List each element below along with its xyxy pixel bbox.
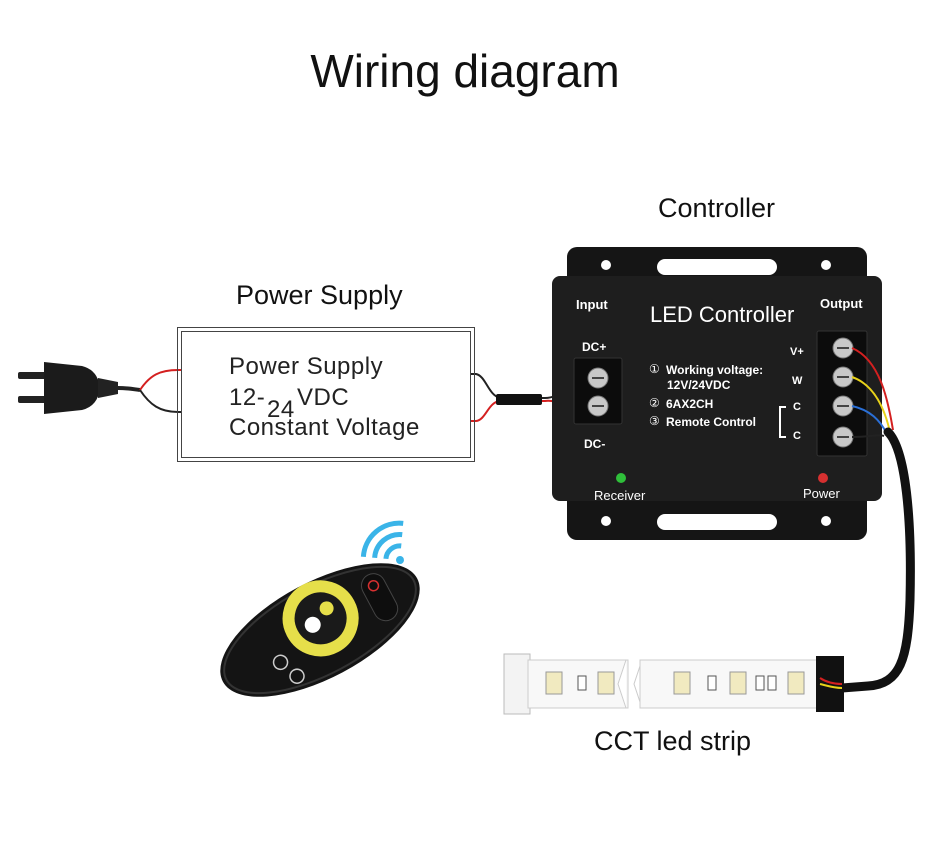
ps-line2-sub: 24	[267, 396, 295, 423]
input-label: Input	[576, 297, 608, 312]
diagram-title: Wiring diagram	[310, 45, 620, 97]
spec1-num: ①	[649, 362, 660, 376]
led-strip	[503, 653, 844, 715]
power-label: Power	[803, 486, 840, 501]
receiver-led	[616, 473, 626, 483]
spec1: Working voltage:	[666, 363, 764, 377]
controller-label: Controller	[658, 193, 776, 223]
wire-red-plug	[139, 369, 200, 391]
spec2: 6AX2CH	[666, 397, 714, 411]
power-led	[818, 473, 828, 483]
wire-yellow-out	[851, 376, 891, 433]
wire-black-out	[851, 434, 885, 438]
output-c2-label: C	[793, 430, 801, 442]
receiver-label: Receiver	[594, 488, 646, 503]
strip-cable	[837, 427, 915, 693]
spec2-num: ②	[649, 396, 660, 410]
power-supply-box	[177, 327, 475, 462]
output-label: Output	[820, 296, 863, 311]
strip-label: CCT led strip	[594, 726, 752, 756]
spec3-num: ③	[649, 414, 660, 428]
output-c1-label: C	[793, 401, 801, 413]
spec1b: 12V/24VDC	[667, 378, 731, 392]
wire-black-plug	[139, 389, 200, 413]
ps-line3: Constant Voltage	[229, 414, 420, 441]
spec3: Remote Control	[666, 415, 756, 429]
ps-line2-b: VDC	[297, 384, 350, 411]
ps-line2-a: 12-	[229, 384, 266, 411]
controller-name: LED Controller	[650, 302, 795, 327]
wire-red-out	[851, 347, 894, 431]
dc-minus-label: DC-	[584, 437, 606, 451]
wire-sleeve	[496, 394, 542, 405]
plug-icon	[18, 362, 141, 414]
output-w-label: W	[792, 375, 803, 387]
ps-line1: Power Supply	[229, 353, 384, 380]
controller-body	[552, 247, 882, 540]
output-v-label: V+	[790, 346, 804, 358]
remote-icon	[220, 563, 420, 697]
dc-plus-label: DC+	[582, 340, 607, 354]
wifi-signal-icon	[360, 520, 404, 564]
power-supply-label: Power Supply	[236, 280, 403, 310]
